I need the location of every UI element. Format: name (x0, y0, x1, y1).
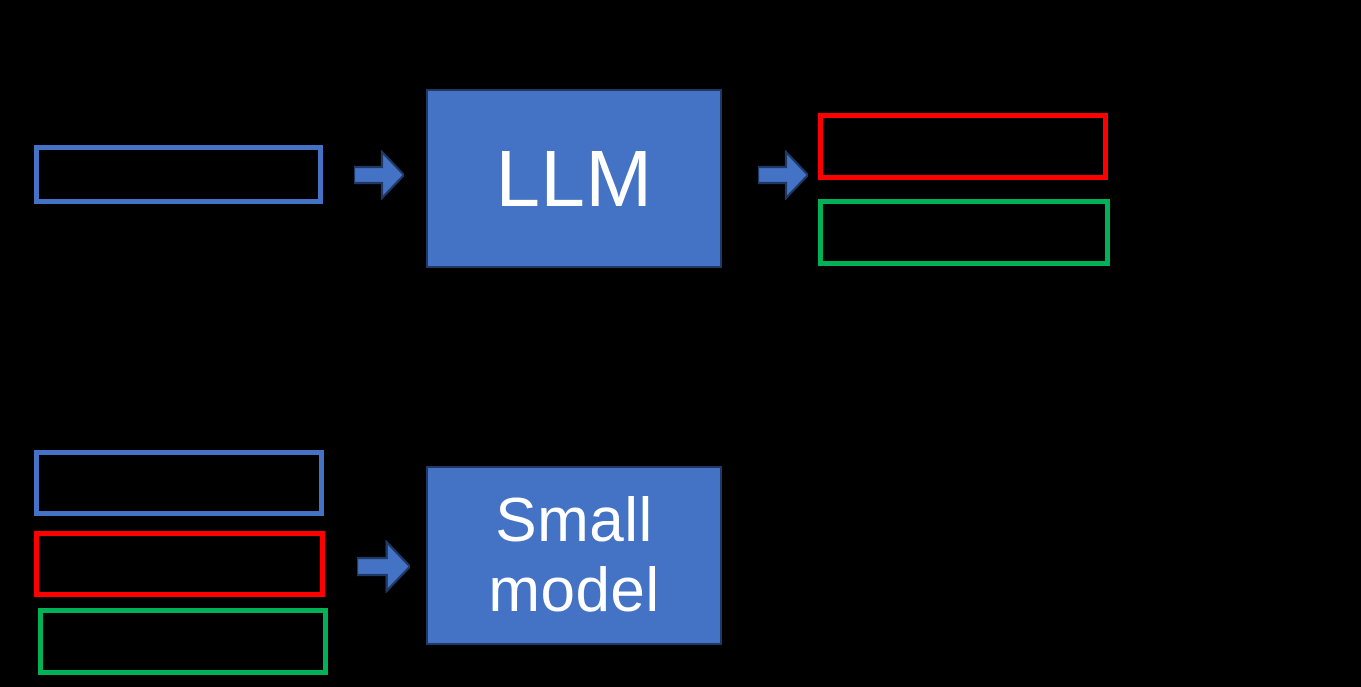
bottom-input-box-red[interactable] (34, 531, 325, 597)
llm-model-label: LLM (495, 133, 653, 223)
arrow-input-to-llm (354, 150, 404, 200)
small-model-label: Small model (488, 486, 660, 625)
bottom-input-box-blue[interactable] (34, 450, 324, 516)
bottom-input-box-green[interactable] (38, 608, 328, 675)
right-block-arrow-icon (758, 150, 808, 200)
top-input-box-blue[interactable] (34, 145, 323, 204)
small-model-box[interactable]: Small model (426, 466, 722, 645)
arrow-inputs-to-small-model (357, 540, 410, 593)
top-output-box-red[interactable] (818, 113, 1108, 180)
llm-model-box[interactable]: LLM (426, 89, 722, 268)
top-output-box-green[interactable] (818, 199, 1110, 266)
arrow-llm-to-outputs (758, 150, 808, 200)
right-block-arrow-icon (354, 150, 404, 200)
right-block-arrow-icon (357, 540, 410, 593)
